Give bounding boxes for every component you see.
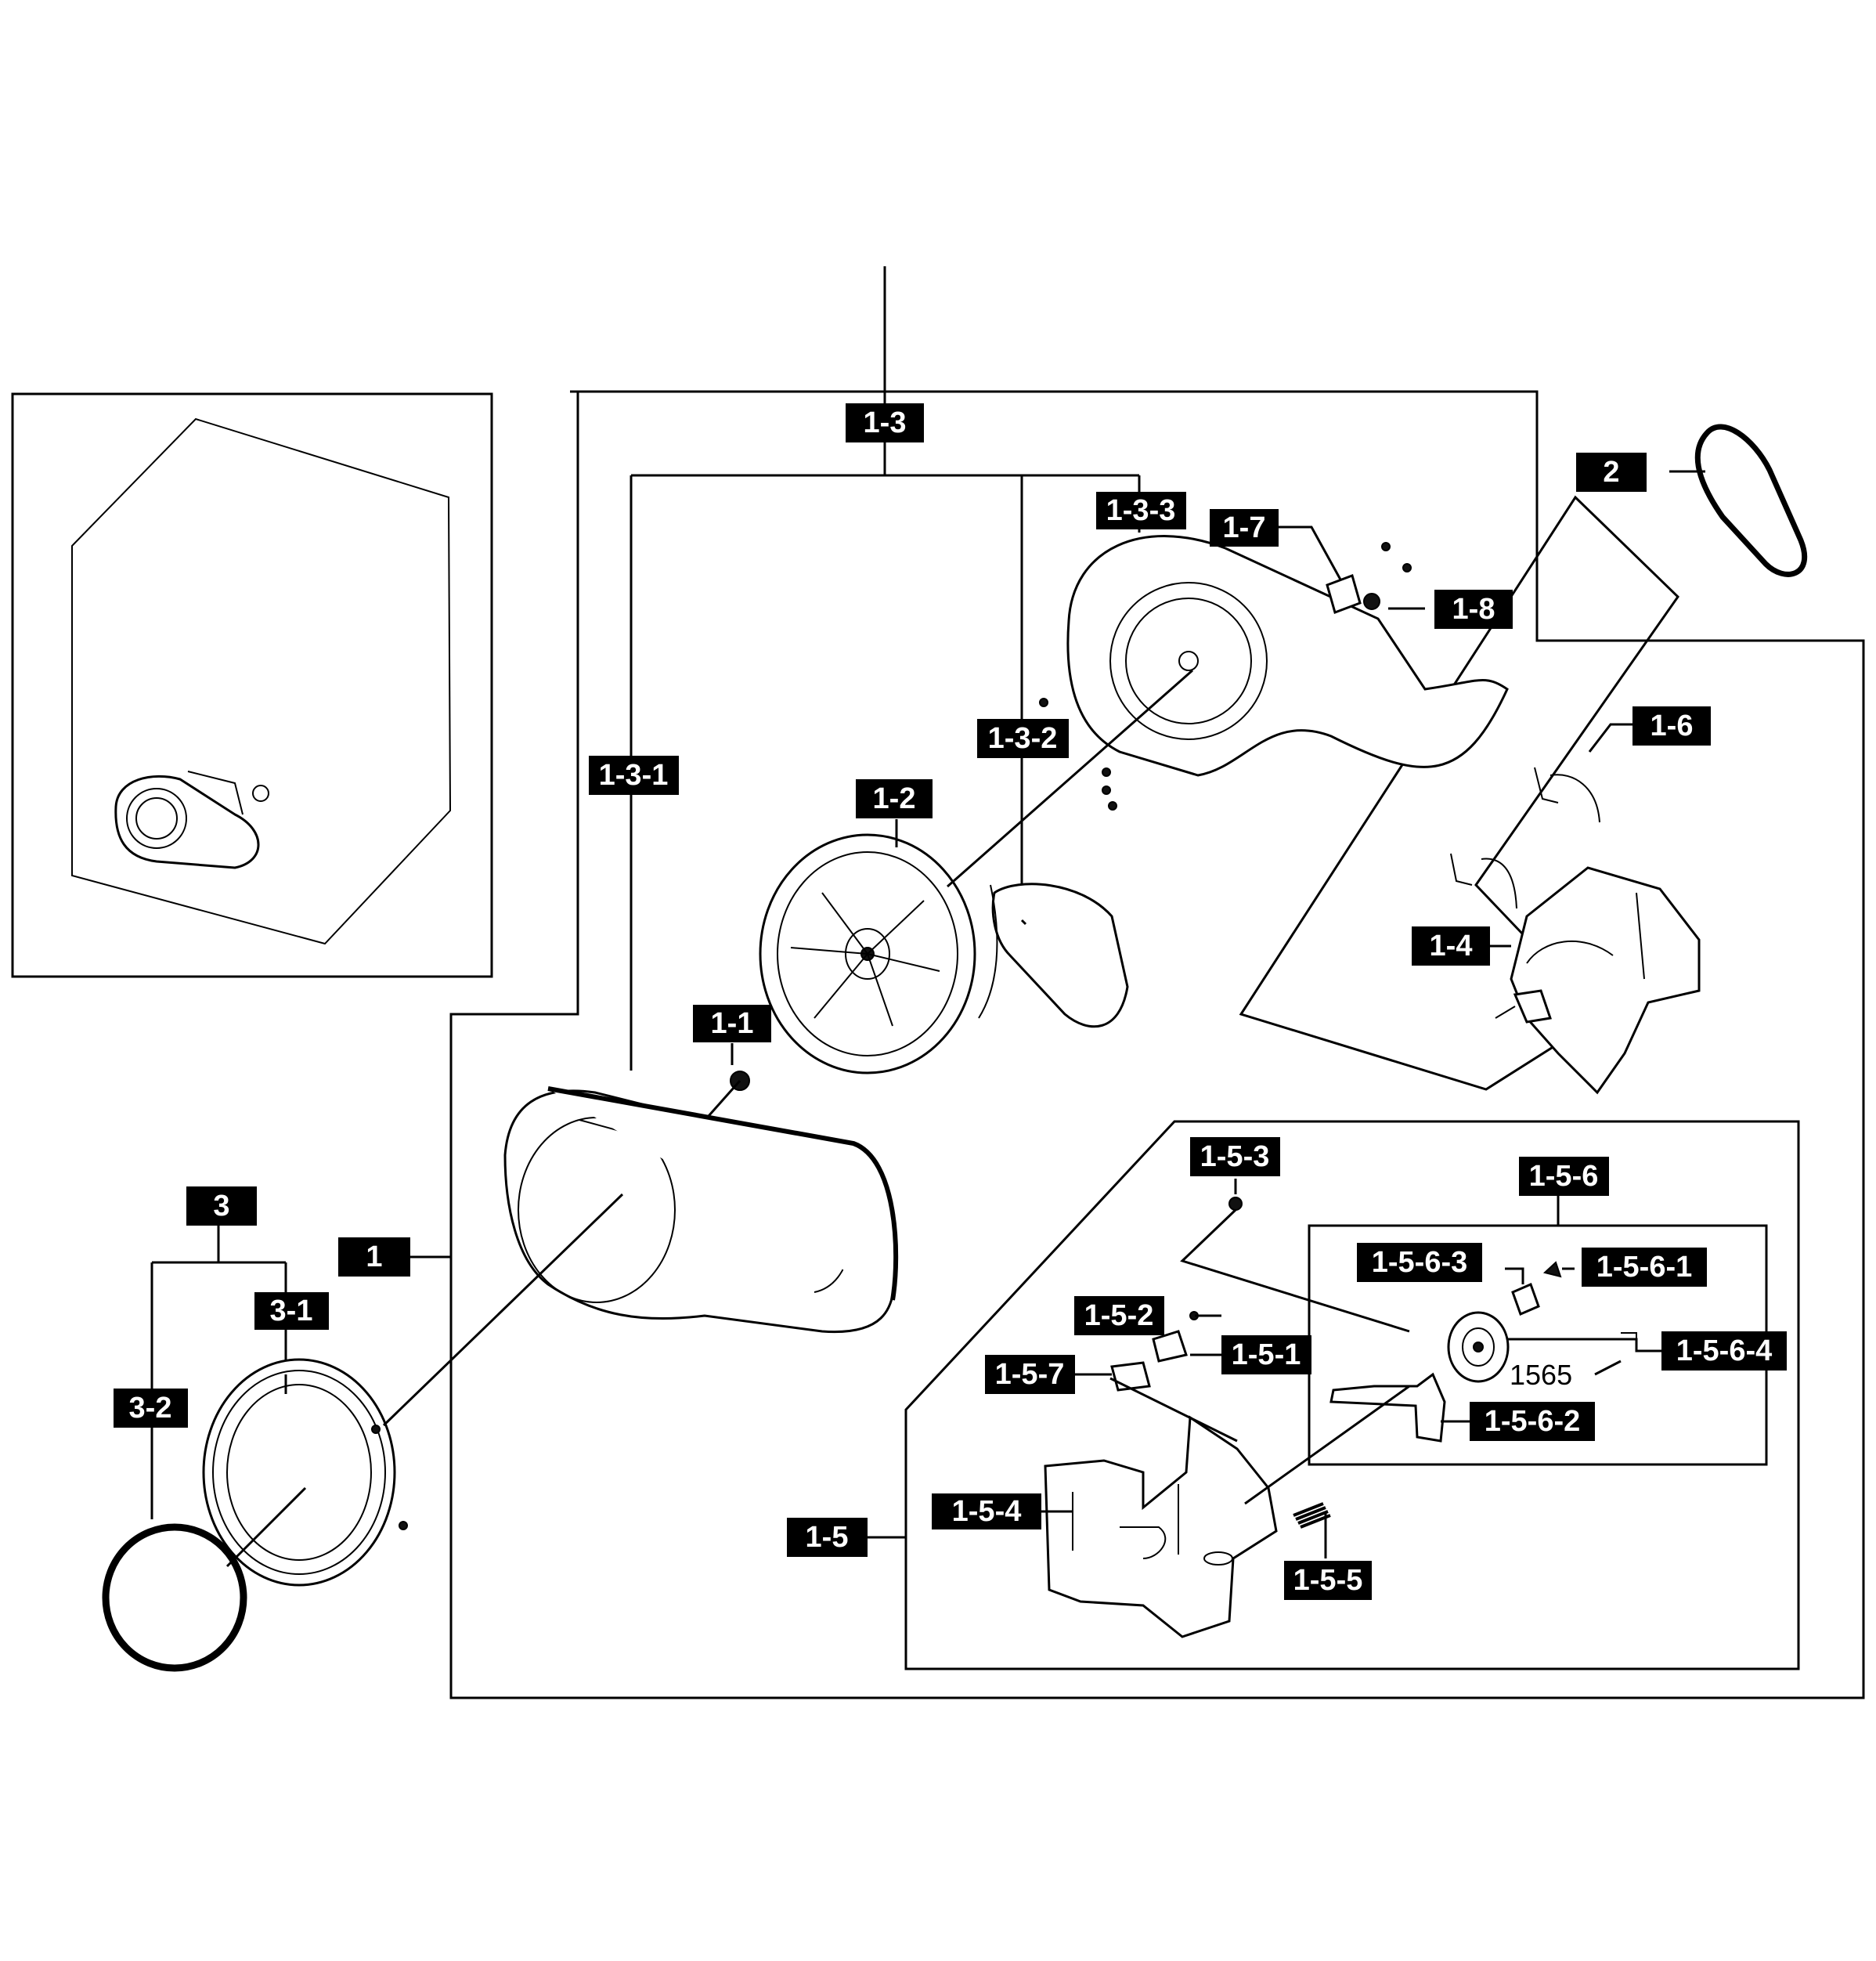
- thermostat-part: [1326, 542, 1412, 614]
- svg-text:1-3-1: 1-3-1: [599, 759, 669, 792]
- inset-blower-thumbnail: [114, 771, 269, 869]
- svg-text:1-5-7: 1-5-7: [995, 1358, 1065, 1391]
- svg-text:1-3: 1-3: [864, 406, 907, 439]
- svg-text:1-5-4: 1-5-4: [952, 1495, 1022, 1528]
- motor-clamps: [1450, 767, 1600, 909]
- callout-3: 3: [186, 1186, 257, 1226]
- idler-spring: [1293, 1502, 1331, 1529]
- callout-1-5-3: 1-5-3: [1190, 1137, 1280, 1176]
- callout-2: 2: [1576, 453, 1647, 492]
- callout-1-3-2: 1-3-2: [977, 719, 1069, 758]
- svg-text:1-2: 1-2: [873, 782, 916, 815]
- svg-text:3-2: 3-2: [129, 1392, 172, 1425]
- callout-1-5-4: 1-5-4: [932, 1493, 1041, 1529]
- svg-text:1-6: 1-6: [1651, 710, 1694, 742]
- drive-belt: [1694, 424, 1808, 577]
- idler-assembly-boundary: [904, 1120, 1800, 1670]
- svg-text:2: 2: [1603, 456, 1619, 489]
- svg-text:1-5-6-4: 1-5-6-4: [1676, 1334, 1773, 1367]
- callout-1-8: 1-8: [1434, 590, 1513, 629]
- overview-inset: [11, 392, 493, 978]
- svg-text:1-5-3: 1-5-3: [1200, 1140, 1270, 1173]
- callout-1-1: 1-1: [693, 1005, 771, 1042]
- callout-1-5-6-2: 1-5-6-2: [1470, 1402, 1595, 1441]
- callout-1-5: 1-5: [787, 1518, 868, 1557]
- blower-seal: [978, 883, 1129, 1028]
- duct-gasket: [102, 1523, 247, 1672]
- svg-text:1-5-6-3: 1-5-6-3: [1372, 1246, 1468, 1279]
- pulley-cap: [1542, 1261, 1562, 1278]
- callout-1-5-2: 1-5-2: [1074, 1296, 1164, 1335]
- callout-1-2: 1-2: [856, 779, 933, 818]
- idler-bracket: [1044, 1415, 1278, 1638]
- blower-housing-rear: [1039, 535, 1509, 811]
- callout-3-2: 3-2: [114, 1389, 188, 1428]
- callout-1-4: 1-4: [1412, 926, 1490, 966]
- svg-text:3: 3: [213, 1190, 229, 1222]
- svg-text:1-5: 1-5: [806, 1521, 849, 1554]
- drive-motor: [1495, 866, 1701, 1095]
- duct-ring: [202, 1358, 408, 1587]
- svg-text:1-7: 1-7: [1223, 511, 1266, 544]
- callout-1-5-6-3: 1-5-6-3: [1357, 1243, 1482, 1282]
- svg-text:1-5-6-2: 1-5-6-2: [1485, 1405, 1581, 1438]
- callout-1-5-6-4: 1-5-6-4: [1661, 1331, 1787, 1371]
- callout-1-5-6: 1-5-6: [1519, 1157, 1609, 1196]
- idler-holder: [1110, 1361, 1151, 1392]
- svg-text:1-3-2: 1-3-2: [988, 722, 1058, 755]
- callout-1-6: 1-6: [1632, 706, 1711, 746]
- label-1565: 1565: [1510, 1359, 1572, 1391]
- callout-1-3: 1-3: [846, 403, 924, 442]
- idler-screw: [1228, 1197, 1243, 1211]
- thermal-fuse-part: [1363, 593, 1380, 610]
- svg-text:3-1: 3-1: [270, 1295, 313, 1327]
- callout-1-3-1: 1-3-1: [589, 756, 679, 795]
- svg-text:1-5-6: 1-5-6: [1529, 1160, 1599, 1193]
- svg-text:1-4: 1-4: [1430, 930, 1473, 962]
- motor-group-boundary: [1239, 495, 1679, 1091]
- svg-text:1: 1: [366, 1241, 382, 1273]
- callout-1-7: 1-7: [1210, 509, 1279, 547]
- svg-text:1-5-2: 1-5-2: [1084, 1299, 1154, 1332]
- callout-1-5-6-1: 1-5-6-1: [1582, 1248, 1707, 1287]
- callout-1-5-5: 1-5-5: [1284, 1561, 1372, 1600]
- blower-wheel: [759, 833, 976, 1074]
- svg-text:1-3-3: 1-3-3: [1106, 494, 1176, 527]
- assembly-1-boundary: [449, 390, 1865, 1699]
- callout-1-3-3: 1-3-3: [1096, 492, 1186, 529]
- callout-1-5-7: 1-5-7: [985, 1355, 1075, 1394]
- callout-1: 1: [338, 1237, 410, 1277]
- leader-lines: [225, 470, 1705, 1568]
- pulley-shaft: [1511, 1282, 1540, 1316]
- svg-text:1-5-6-1: 1-5-6-1: [1596, 1251, 1693, 1284]
- callout-3-1: 3-1: [254, 1292, 329, 1330]
- svg-text:1-5-5: 1-5-5: [1293, 1564, 1363, 1597]
- svg-text:1-1: 1-1: [711, 1007, 754, 1040]
- idler-pulley: [1447, 1311, 1510, 1383]
- svg-text:1-5-1: 1-5-1: [1232, 1338, 1301, 1371]
- svg-text:1-8: 1-8: [1452, 593, 1495, 626]
- blower-housing-front: [503, 1086, 899, 1334]
- callout-1-5-1: 1-5-1: [1221, 1335, 1311, 1374]
